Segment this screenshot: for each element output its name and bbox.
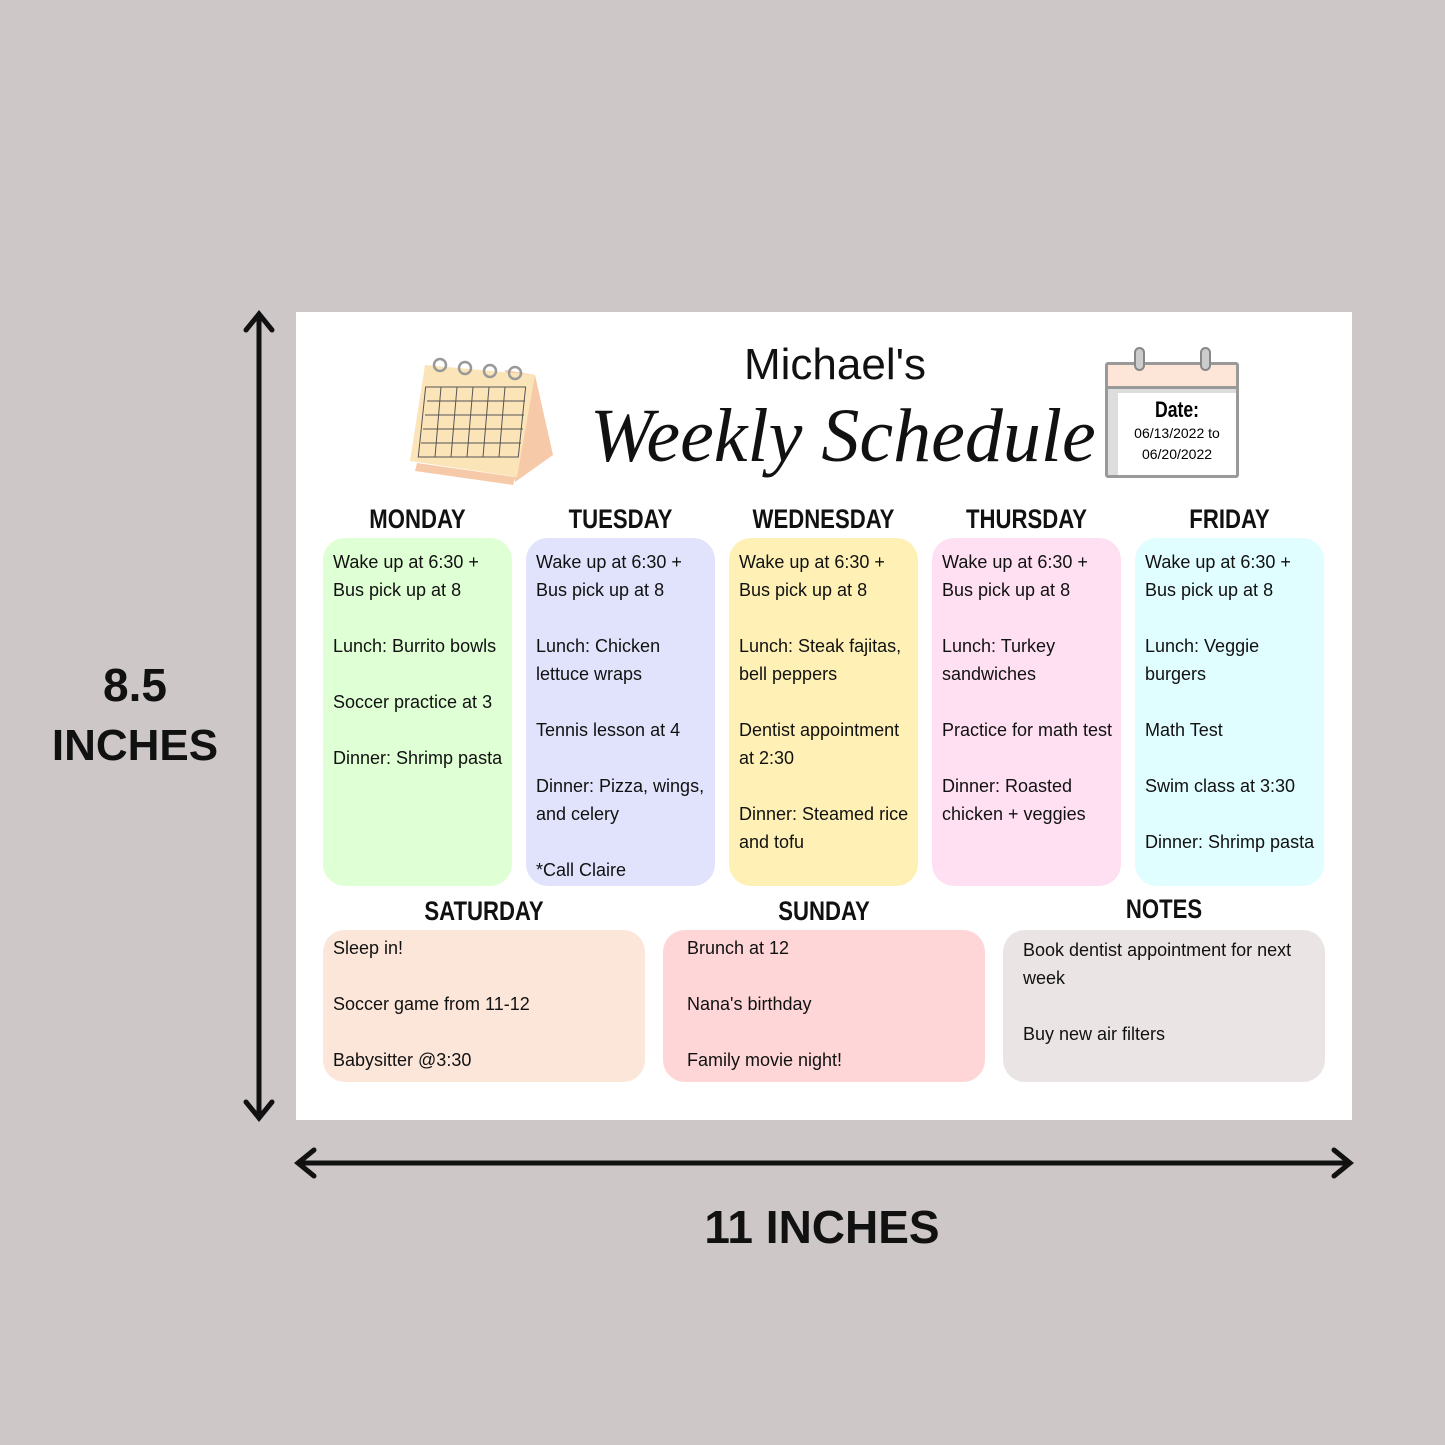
day-box-monday: Wake up at 6:30 + Bus pick up at 8 Lunch:… [323,538,512,886]
schedule-item: Swim class at 3:30 [1145,776,1296,796]
schedule-item: Lunch: Steak fajitas, bell peppers [739,636,902,684]
date-label: Date: [1154,397,1199,422]
day-header-tuesday: TUESDAY [568,504,673,534]
day-header-wednesday: WEDNESDAY [752,504,895,534]
schedule-item: Lunch: Burrito bowls [333,636,497,656]
page-title: Weekly Schedule [590,394,1096,478]
schedule-item: Buy new air filters [1023,1024,1166,1044]
day-box-thursday: Wake up at 6:30 + Bus pick up at 8 Lunch:… [932,538,1121,886]
day-header-friday: FRIDAY [1189,504,1270,534]
ring-icon [1134,347,1145,371]
schedule-item: Lunch: Turkey sandwiches [942,636,1056,684]
date-from: 06/13/2022 to [1134,425,1220,441]
schedule-item: Babysitter @3:30 [333,1050,472,1070]
schedule-item: *Call Claire [536,860,627,880]
schedule-item: Dentist appointment at 2:30 [739,720,900,768]
schedule-item: Dinner: Shrimp pasta [333,748,503,768]
height-unit: INCHES [51,721,219,770]
schedule-item: Math Test [1145,720,1223,740]
width-label: 11 INCHES [704,1201,940,1253]
schedule-item: Practice for math test [942,720,1113,740]
day-header-sunday: SUNDAY [778,896,870,926]
height-value: 8.5 [103,659,167,711]
schedule-item: Dinner: Steamed rice and tofu [739,804,909,852]
owner-name: Michael's [743,340,926,389]
date-card: Date: 06/13/2022 to 06/20/2022 [1105,362,1239,478]
schedule-item: Wake up at 6:30 + Bus pick up at 8 [1145,552,1291,600]
schedule-item: Soccer practice at 3 [333,692,493,712]
schedule-item: Tennis lesson at 4 [536,720,681,740]
schedule-item: Dinner: Pizza, wings, and celery [536,776,705,824]
day-box-wednesday: Wake up at 6:30 + Bus pick up at 8 Lunch:… [729,538,918,886]
schedule-item: Wake up at 6:30 + Bus pick up at 8 [942,552,1088,600]
schedule-item: Wake up at 6:30 + Bus pick up at 8 [536,552,682,600]
date-to: 06/20/2022 [1141,446,1213,462]
schedule-item: Nana's birthday [687,994,812,1014]
schedule-item: Dinner: Roasted chicken + veggies [942,776,1086,824]
day-header-thursday: THURSDAY [966,504,1087,534]
day-header-notes: NOTES [1125,894,1203,924]
day-header-monday: MONDAY [369,504,466,534]
schedule-item: Sleep in! [333,938,404,958]
schedule-item: Wake up at 6:30 + Bus pick up at 8 [739,552,885,600]
schedule-item: Lunch: Veggie burgers [1145,636,1260,684]
height-arrow-icon [243,310,275,1122]
desk-calendar-icon [410,357,553,485]
schedule-item: Wake up at 6:30 + Bus pick up at 8 [333,552,479,600]
schedule-item: Dinner: Shrimp pasta [1145,832,1315,852]
schedule-item: Lunch: Chicken lettuce wraps [536,636,661,684]
schedule-item: Brunch at 12 [687,938,790,958]
day-box-tuesday: Wake up at 6:30 + Bus pick up at 8 Lunch:… [526,538,715,886]
schedule-item: Book dentist appointment for next week [1023,940,1292,988]
ring-icon [1200,347,1211,371]
width-arrow-icon [294,1147,1354,1179]
day-header-saturday: SATURDAY [424,896,544,926]
schedule-item: Family movie night! [687,1050,843,1070]
schedule-item: Soccer game from 11-12 [333,994,530,1014]
day-box-friday: Wake up at 6:30 + Bus pick up at 8 Lunch:… [1135,538,1324,886]
